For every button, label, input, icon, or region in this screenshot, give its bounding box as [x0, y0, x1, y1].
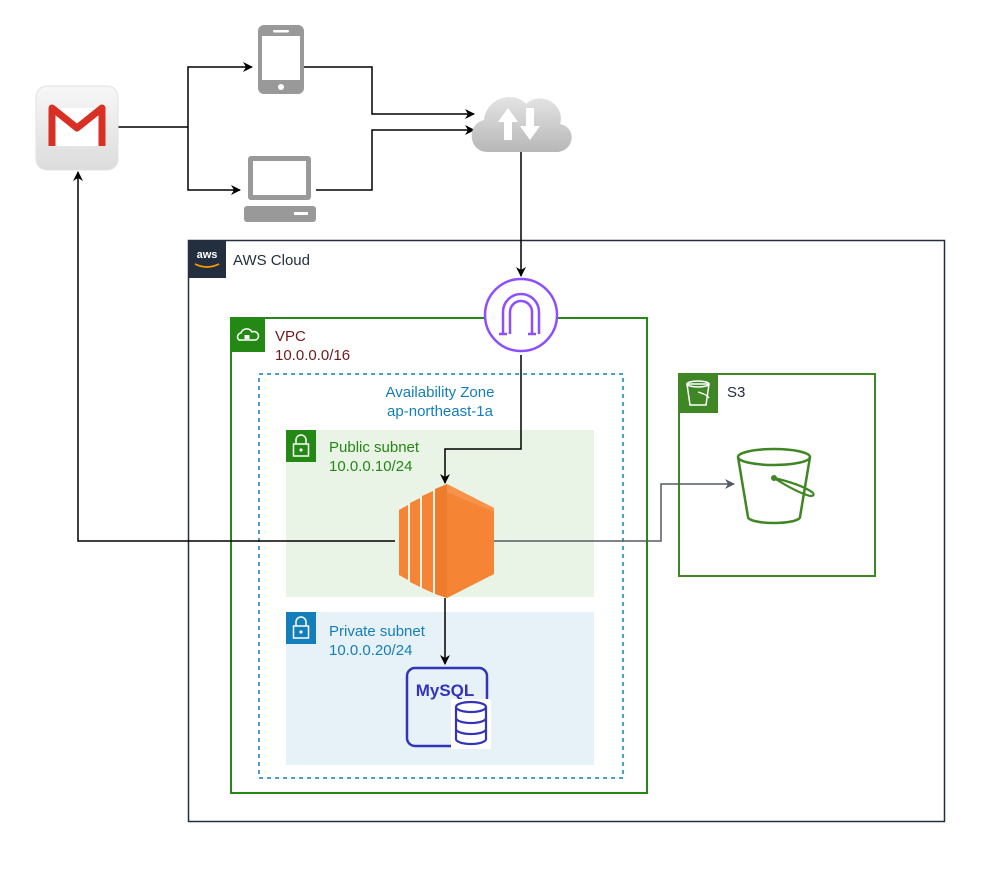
vpc-cidr: 10.0.0.0/16 [275, 347, 351, 364]
connector-igw-to-ec2 [440, 355, 522, 484]
aws-cloud-group [187, 239, 946, 823]
internet-gateway-icon [483, 277, 559, 353]
aws-logo-icon: aws [188, 240, 226, 278]
connector-to-laptop [187, 127, 241, 195]
s3-group [678, 373, 876, 577]
connector-mobile-to-cloud [304, 66, 475, 119]
ec2-instance-icon [399, 484, 494, 598]
lock-icon [286, 612, 316, 644]
lock-icon [286, 430, 316, 462]
aws-logo-text: aws [197, 249, 218, 261]
laptop-icon [244, 156, 316, 222]
private-subnet-group [286, 612, 594, 765]
public-subnet-cidr: 10.0.0.10/24 [329, 458, 413, 475]
gmail-icon [35, 85, 119, 171]
availability-zone-label: Availability Zone [385, 384, 495, 401]
internet-cloud-icon [471, 97, 572, 152]
s3-label: S3 [727, 384, 746, 401]
vpc-group [230, 317, 648, 794]
s3-group-icon [678, 373, 718, 413]
vpc-label: VPC [275, 328, 306, 345]
availability-zone-name: ap-northeast-1a [387, 403, 493, 420]
private-subnet-cidr: 10.0.0.20/24 [329, 642, 413, 659]
connector-to-mobile [187, 62, 253, 127]
connector-ec2-to-gmail [73, 171, 395, 542]
mobile-phone-icon [258, 25, 304, 94]
connector-ec2-to-s3 [494, 479, 735, 542]
connectors [73, 62, 735, 665]
vpc-icon [230, 317, 265, 352]
s3-bucket-icon [736, 447, 815, 525]
private-subnet-label: Private subnet [329, 623, 425, 640]
connector-laptop-to-cloud [316, 125, 475, 191]
mysql-label: MySQL [416, 681, 475, 700]
public-subnet-label: Public subnet [329, 439, 420, 456]
aws-cloud-label: AWS Cloud [233, 252, 310, 269]
rds-mysql-icon: MySQL [405, 666, 491, 749]
